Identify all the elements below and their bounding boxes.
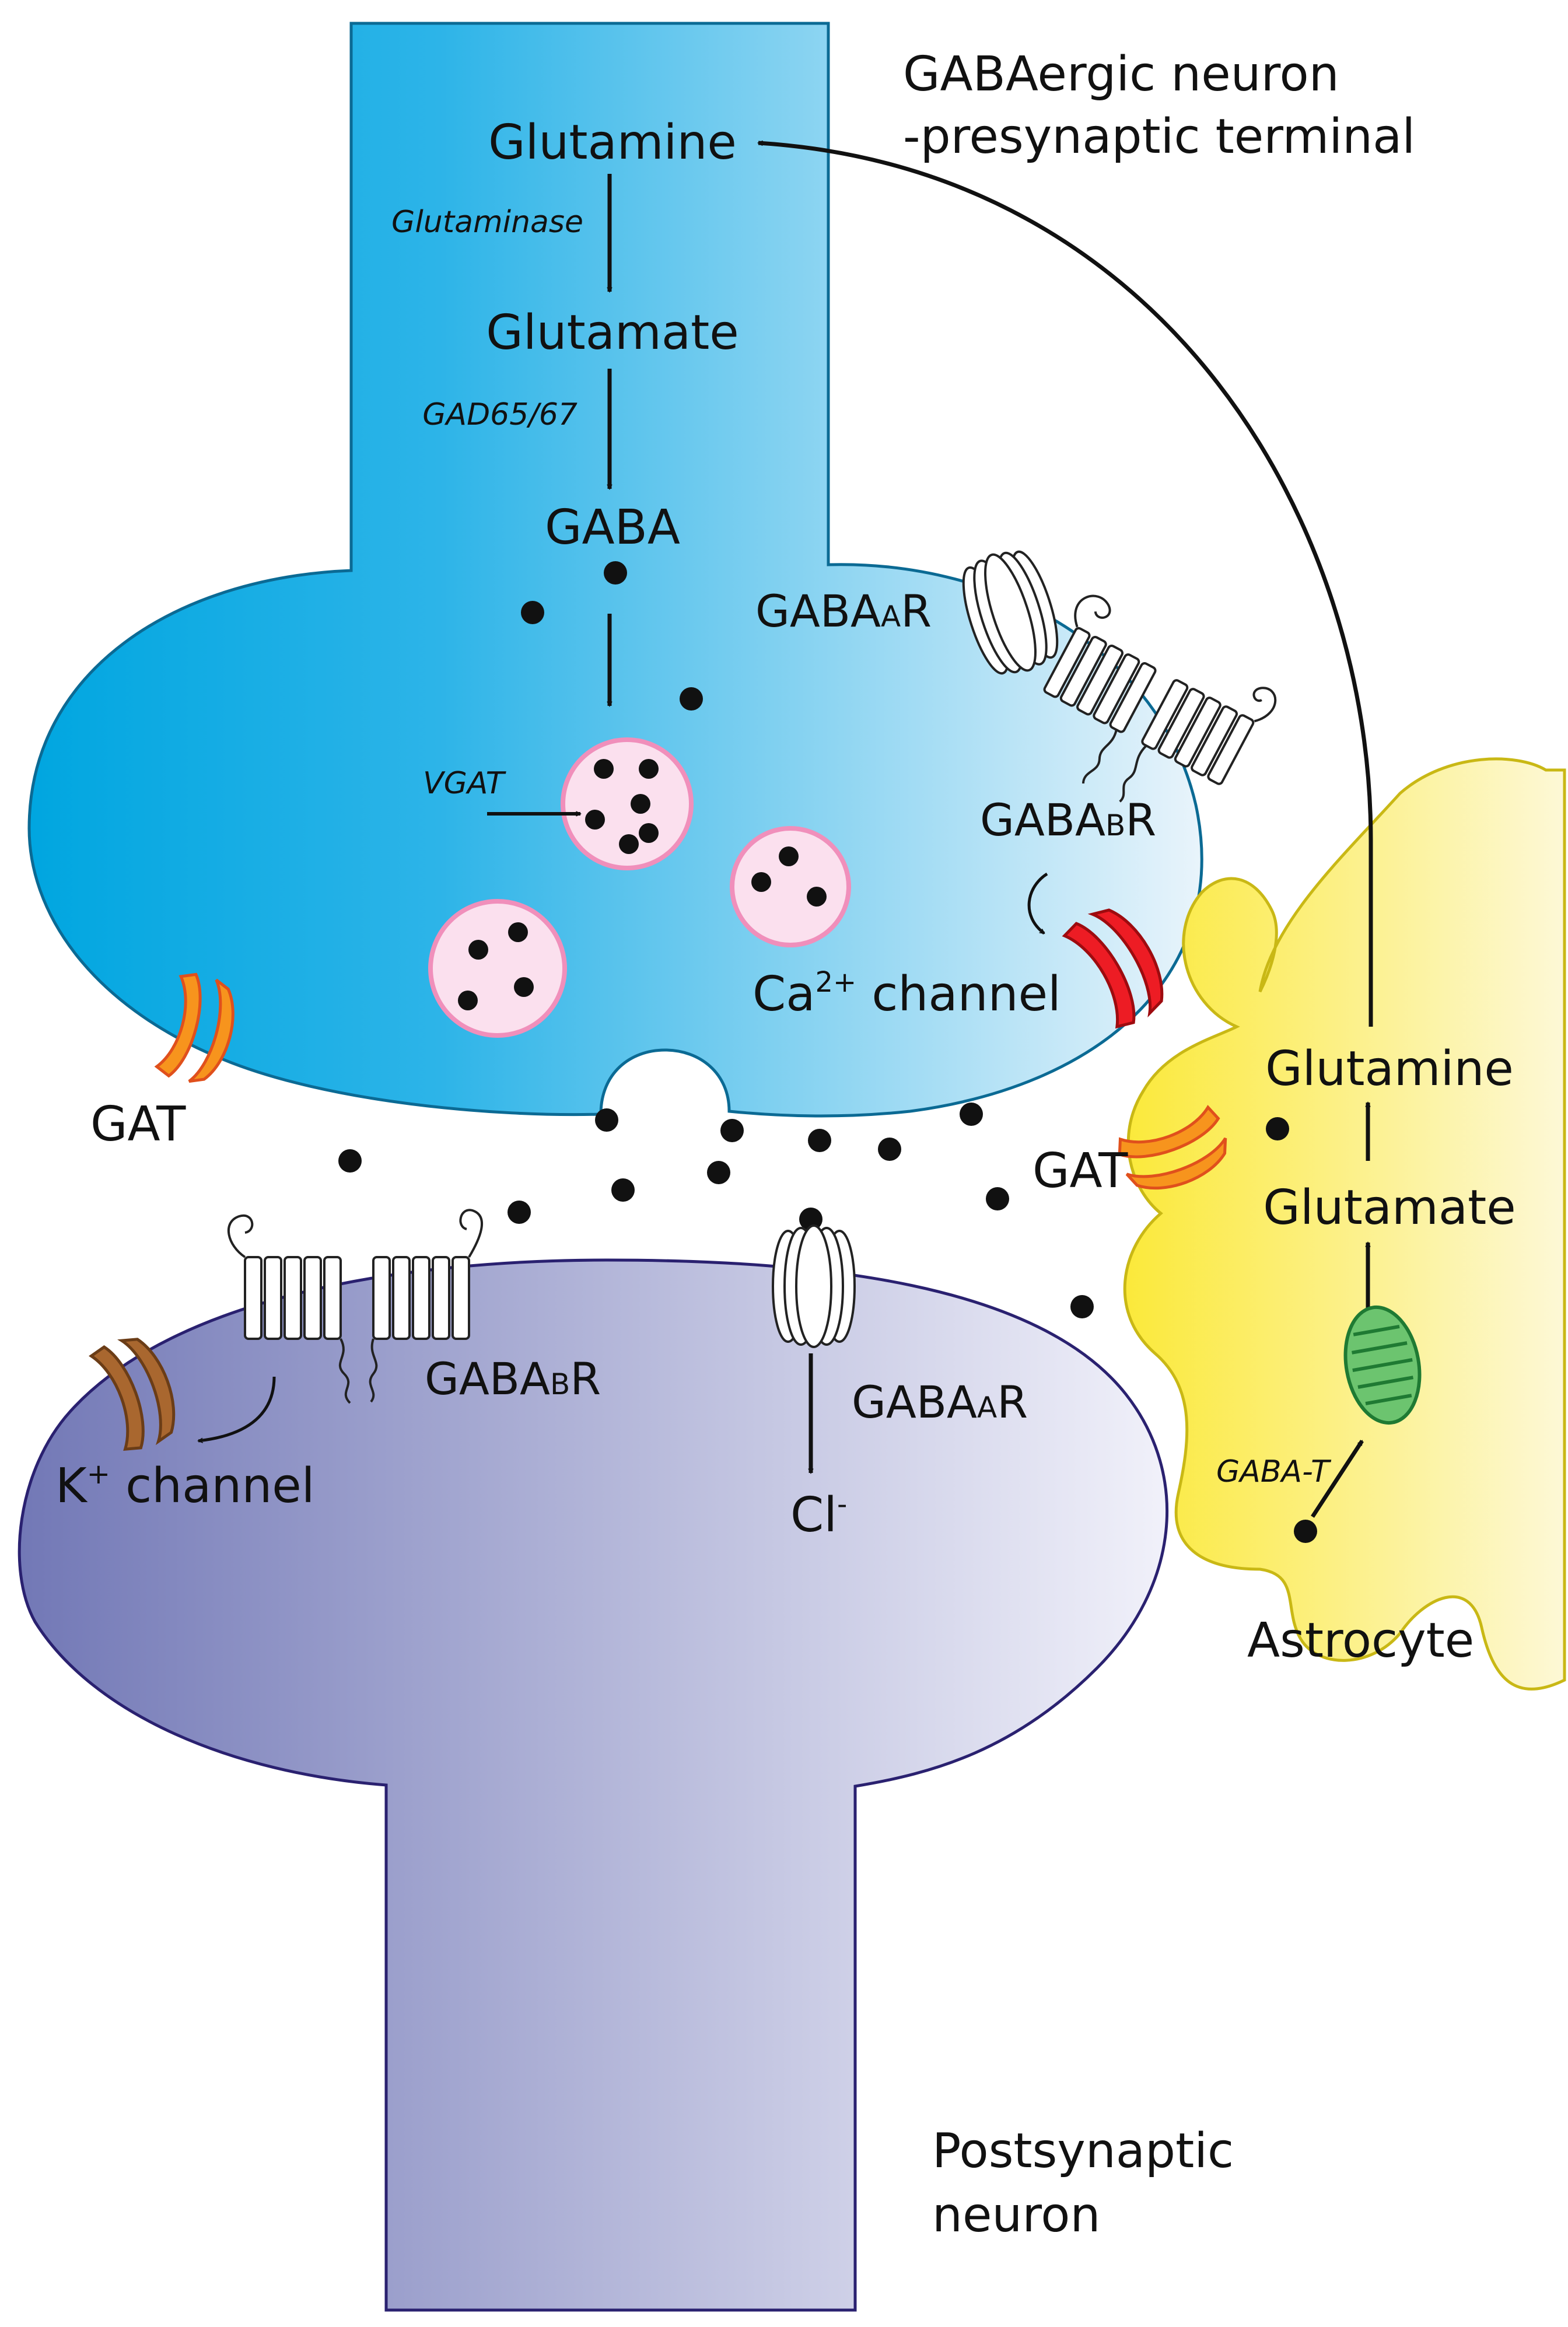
gaba-molecule-icon	[595, 1108, 618, 1132]
vesicle-third	[428, 899, 567, 1038]
gaba-molecule-icon	[338, 1149, 362, 1173]
gad-label: GAD65/67	[422, 397, 578, 432]
astrocyte-label: Astrocyte	[1247, 1613, 1474, 1668]
calcium-channel-label: Ca2+ channel	[752, 966, 1061, 1022]
gaba-molecule-icon	[508, 1201, 531, 1224]
gaba-molecule-icon	[799, 1208, 822, 1231]
gaba-b-receptor-icon	[228, 1209, 483, 1404]
gaba-molecule-icon	[878, 1138, 901, 1161]
gaba-molecule-icon	[1070, 1295, 1094, 1318]
presynaptic-gababr-label: GABABR	[980, 794, 1156, 846]
calcium-channel-icon	[1062, 908, 1164, 1029]
postsynaptic-gababr-label: GABABR	[425, 1353, 601, 1405]
gaba-molecule-icon	[986, 1187, 1009, 1210]
vesicle-icon	[730, 826, 851, 947]
postsynaptic-neuron	[18, 1258, 1169, 2312]
gaba-molecule-icon	[611, 1178, 635, 1202]
gaba-molecule-icon	[680, 687, 703, 711]
glutamine-shuttle-arrow	[758, 143, 1373, 1027]
chloride-label: Cl-	[790, 1488, 847, 1543]
presynaptic-title-line2: -presynaptic terminal	[903, 109, 1415, 165]
gaba-molecule-icon	[808, 1129, 831, 1152]
gabab-to-k-arrow	[198, 1376, 276, 1441]
gaba-a-receptor-postsynaptic	[772, 1224, 856, 1348]
gaba-molecules-presynaptic	[521, 561, 703, 711]
gaba-t-label: GABA-T	[1216, 1454, 1332, 1489]
vesicle-main	[561, 737, 694, 870]
mitochondrion	[1343, 1305, 1422, 1425]
potassium-channel-postsynaptic	[89, 1338, 176, 1451]
glutaminase-label: Glutaminase	[391, 205, 583, 240]
astrocyte-glutamate-label: Glutamate	[1263, 1180, 1516, 1236]
gaba-molecule-icon	[604, 561, 627, 585]
gaba-molecule-icon	[720, 1119, 744, 1142]
mitochondrion-icon	[1343, 1305, 1422, 1425]
gaba-molecule-icon	[960, 1103, 983, 1126]
postsynaptic-title-line2: neuron	[932, 2188, 1100, 2243]
vgat-label: VGAT	[423, 766, 507, 801]
astrocyte-glutamine-label: Glutamine	[1265, 1041, 1514, 1097]
presynaptic-glutamate-label: Glutamate	[486, 305, 738, 361]
calcium-channel-presynaptic	[1062, 908, 1164, 1029]
presynaptic-glutamine-label: Glutamine	[488, 115, 737, 170]
vesicle-icon	[428, 899, 567, 1038]
gat-left-label: GAT	[90, 1097, 186, 1152]
postsynaptic-gabaar-label: GABAAR	[852, 1376, 1028, 1428]
gaba-a-receptor-icon	[772, 1224, 856, 1348]
gabab-to-ca-arrow	[1027, 872, 1048, 935]
gaba-b-receptor-presynaptic	[1043, 594, 1277, 803]
presynaptic-title-line1: GABAergic neuron	[903, 47, 1339, 102]
gaba-molecule-icon	[521, 601, 544, 624]
astrocyte-cell	[1123, 757, 1566, 1691]
gaba-t-arrow	[1311, 1440, 1364, 1518]
gaba-molecule-icon	[707, 1161, 730, 1184]
vesicle-second	[730, 826, 851, 947]
postsynaptic-title-line1: Postsynaptic	[932, 2123, 1234, 2179]
potassium-channel-icon	[89, 1338, 176, 1451]
gaba-b-receptor-icon	[1043, 594, 1277, 803]
gaba-molecule-icon	[1294, 1520, 1317, 1543]
gaba-molecules-cleft	[338, 1103, 1094, 1318]
potassium-channel-label: K+ channel	[55, 1458, 315, 1514]
gaba-b-receptor-postsynaptic	[228, 1209, 483, 1404]
presynaptic-gaba-label: GABA	[545, 500, 680, 555]
gat-astrocyte-label: GAT	[1032, 1143, 1128, 1199]
gaba-molecule-icon	[1266, 1117, 1289, 1140]
presynaptic-gabaar-label: GABAAR	[755, 585, 932, 637]
